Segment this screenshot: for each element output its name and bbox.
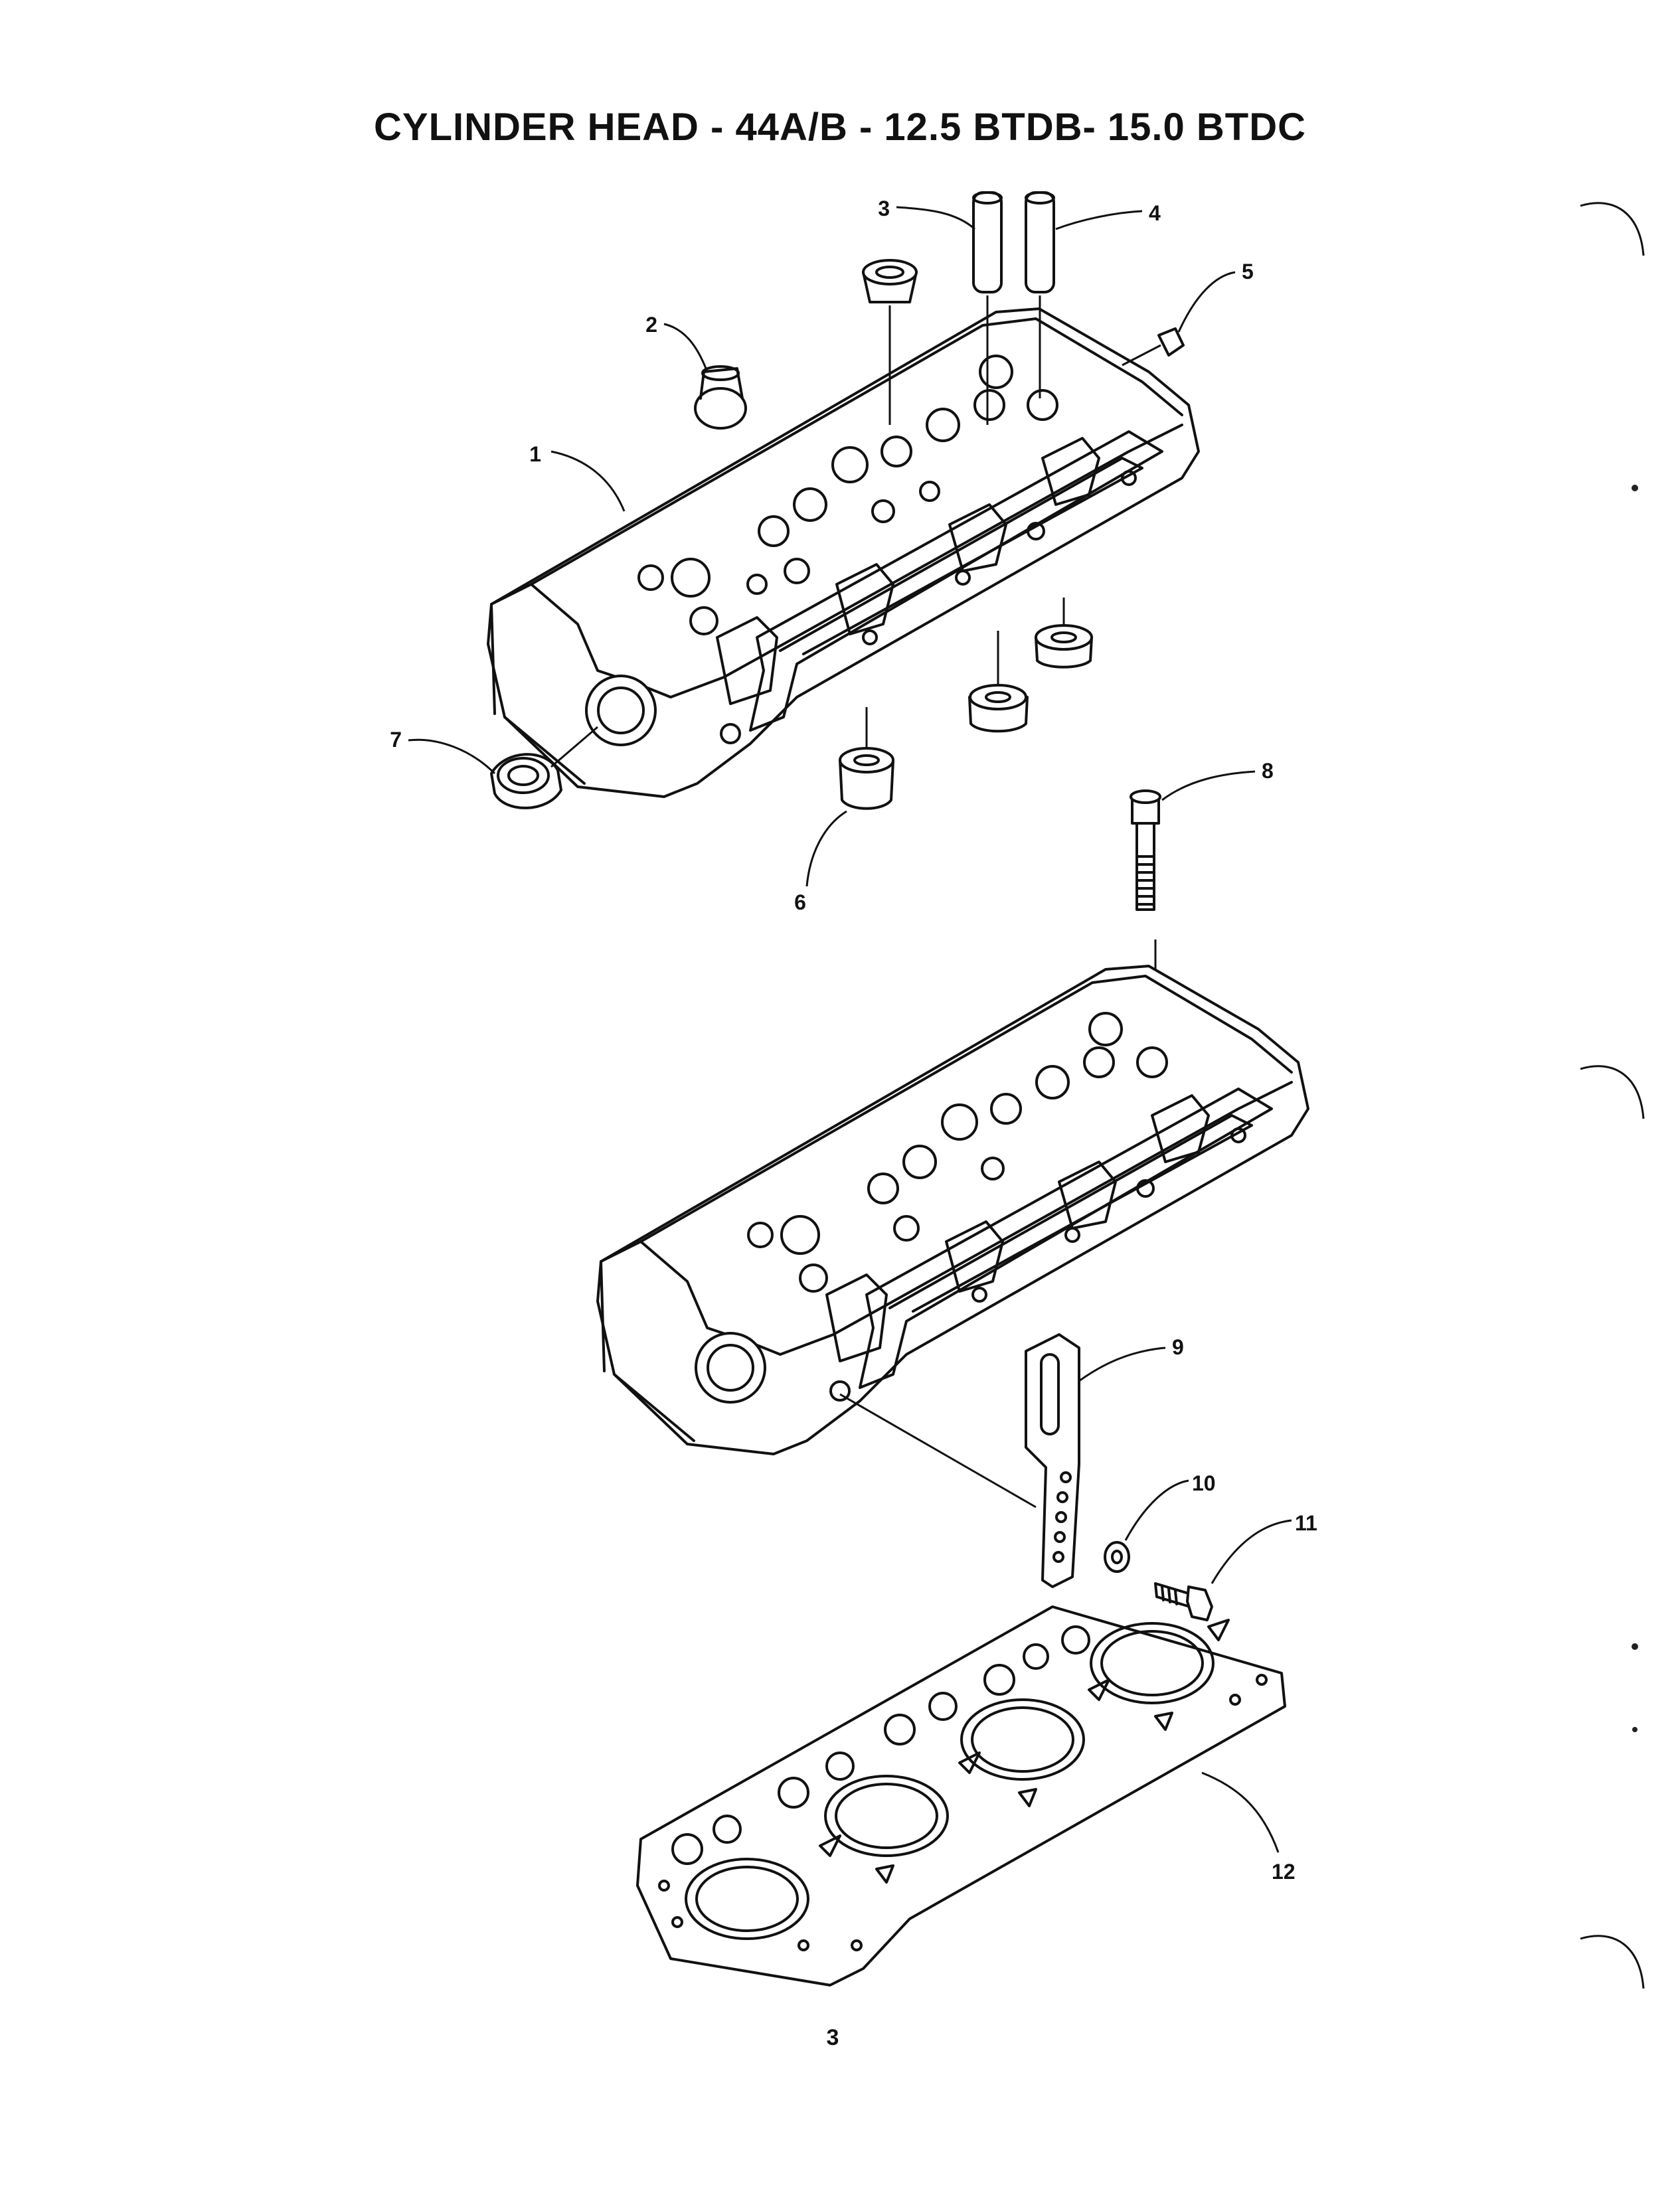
part-7-ring-seal <box>490 726 598 809</box>
callout-4: 4 <box>1149 201 1161 225</box>
callout-3: 3 <box>878 197 890 220</box>
part-2-expansion-plug <box>694 365 747 430</box>
part-6-seals <box>839 598 1093 810</box>
part-4-valve-guide <box>1025 191 1055 398</box>
valve-stem-seal-upper <box>862 259 918 425</box>
leader-lines <box>408 206 1292 1853</box>
callout-5: 5 <box>1242 260 1254 284</box>
callout-7: 7 <box>390 728 402 752</box>
callout-10: 10 <box>1192 1471 1216 1495</box>
part-11-bolt <box>1154 1582 1213 1621</box>
page-title: CYLINDER HEAD - 44A/B - 12.5 BTDB- 15.0 … <box>374 106 1306 149</box>
callout-9: 9 <box>1172 1335 1184 1359</box>
callout-1: 1 <box>529 442 541 466</box>
part-5-plug <box>1122 327 1185 366</box>
page-number: 3 <box>826 2025 839 2050</box>
cylinder-head-upper <box>487 307 1200 798</box>
part-3-valve-guide <box>972 191 1003 425</box>
callout-6: 6 <box>794 890 806 914</box>
callout-8: 8 <box>1262 759 1274 783</box>
callout-2: 2 <box>645 313 657 337</box>
part-12-head-gasket <box>636 1605 1286 1987</box>
part-8-head-bolt <box>1130 789 1161 1049</box>
part-9-lifting-bracket <box>839 1333 1080 1588</box>
callout-12: 12 <box>1272 1860 1296 1884</box>
binder-hole-marks <box>1580 202 1645 1989</box>
part-10-washer <box>1104 1541 1130 1573</box>
cylinder-head-lower <box>596 965 1309 1455</box>
callout-11: 11 <box>1295 1511 1317 1535</box>
